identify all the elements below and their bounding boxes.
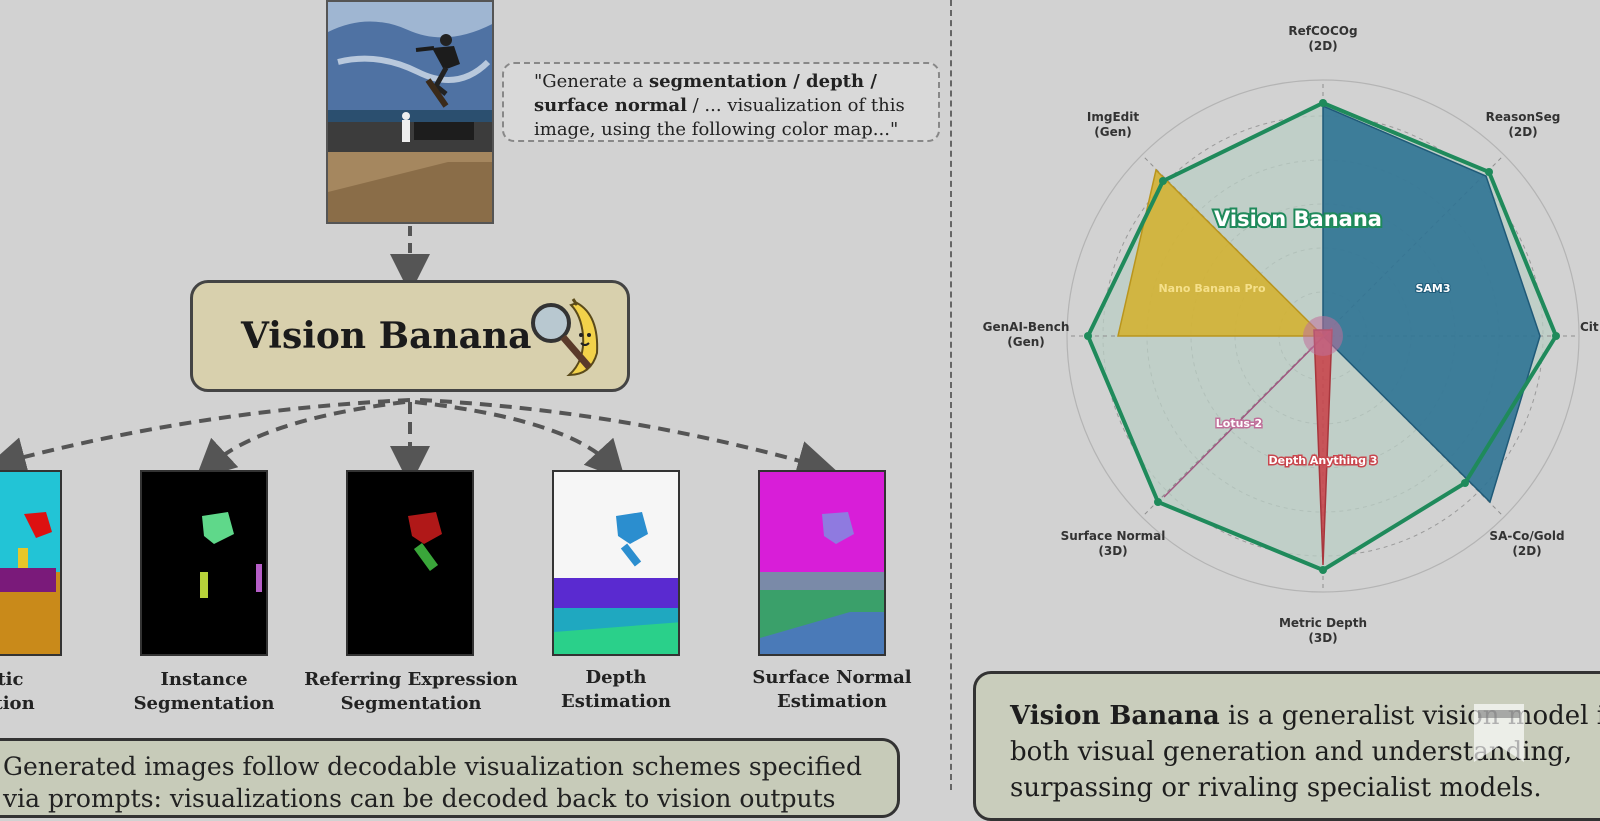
thumb-semantic-segmentation bbox=[0, 470, 62, 656]
axis-label-metric-depth: Metric Depth bbox=[1279, 616, 1367, 630]
axis-label-cit: Cit bbox=[1580, 320, 1599, 334]
axis-label-genai-bench: GenAI-Bench bbox=[983, 320, 1070, 334]
axis-label-saco-gold: SA-Co/Gold bbox=[1489, 529, 1564, 543]
series-label-depth-anything3: Depth Anything 3 bbox=[1269, 454, 1378, 467]
bookmark-icon[interactable] bbox=[1472, 702, 1526, 766]
caption-referring-line1: Referring Expression bbox=[300, 668, 522, 692]
caption-semantic: antic ntation bbox=[0, 668, 62, 716]
caption-semantic-line2: ntation bbox=[0, 692, 62, 716]
vision-banana-box: Vision Banana bbox=[190, 280, 630, 392]
decodable-note-box: Generated images follow decodable visual… bbox=[0, 738, 900, 818]
caption-semantic-line1: antic bbox=[0, 668, 62, 692]
decodable-note-line2: via prompts: visualizations can be decod… bbox=[3, 783, 897, 815]
axis-sub-reasonseg: (2D) bbox=[1508, 125, 1537, 139]
caption-instance-line2: Segmentation bbox=[124, 692, 284, 716]
decodable-note-line1: Generated images follow decodable visual… bbox=[3, 751, 897, 783]
thumb-depth-estimation bbox=[552, 470, 680, 656]
caption-depth-line1: Depth bbox=[540, 666, 692, 690]
axis-label-imgedit: ImgEdit bbox=[1087, 110, 1139, 124]
axis-sub-metric-depth: (3D) bbox=[1308, 631, 1337, 645]
series-label-nano-banana-pro: Nano Banana Pro bbox=[1158, 282, 1265, 295]
thumb-surface-normal-estimation bbox=[758, 470, 886, 656]
flow-arrows bbox=[0, 0, 950, 480]
description-line3: surpassing or rivaling specialist models… bbox=[1010, 770, 1600, 806]
caption-referring: Referring Expression Segmentation bbox=[300, 668, 522, 716]
series-label-vision-banana: Vision Banana bbox=[1214, 207, 1382, 231]
caption-surface-line1: Surface Normal bbox=[742, 666, 922, 690]
axis-sub-refcocog: (2D) bbox=[1308, 39, 1337, 53]
axis-label-refcocog: RefCOCOg bbox=[1288, 24, 1357, 38]
axis-sub-imgedit: (Gen) bbox=[1094, 125, 1132, 139]
description-line1-rest: is a generalist vision model in bbox=[1220, 701, 1600, 731]
caption-surface-line2: Estimation bbox=[742, 690, 922, 714]
model-title: Vision Banana bbox=[241, 315, 531, 357]
caption-referring-line2: Segmentation bbox=[300, 692, 522, 716]
axis-sub-surface-normal: (3D) bbox=[1098, 544, 1127, 558]
thumb-referring-segmentation bbox=[346, 470, 474, 656]
axis-sub-genai-bench: (Gen) bbox=[1007, 335, 1045, 349]
caption-depth: Depth Estimation bbox=[540, 666, 692, 714]
caption-instance: Instance Segmentation bbox=[124, 668, 284, 716]
description-bold: Vision Banana bbox=[1010, 701, 1220, 731]
axis-label-surface-normal: Surface Normal bbox=[1061, 529, 1166, 543]
section-divider bbox=[950, 0, 952, 790]
axis-label-reasonseg: ReasonSeg bbox=[1486, 110, 1561, 124]
caption-depth-line2: Estimation bbox=[540, 690, 692, 714]
caption-surface-normal: Surface Normal Estimation bbox=[742, 666, 922, 714]
thumb-instance-segmentation bbox=[140, 470, 268, 656]
series-label-sam3: SAM3 bbox=[1415, 282, 1450, 295]
caption-instance-line1: Instance bbox=[124, 668, 284, 692]
axis-sub-saco-gold: (2D) bbox=[1512, 544, 1541, 558]
banana-magnifier-icon bbox=[527, 295, 611, 381]
series-label-lotus2: Lotus-2 bbox=[1216, 417, 1262, 430]
radar-chart: Vision Banana Nano Banana Pro SAM3 Lotus… bbox=[960, 0, 1600, 660]
